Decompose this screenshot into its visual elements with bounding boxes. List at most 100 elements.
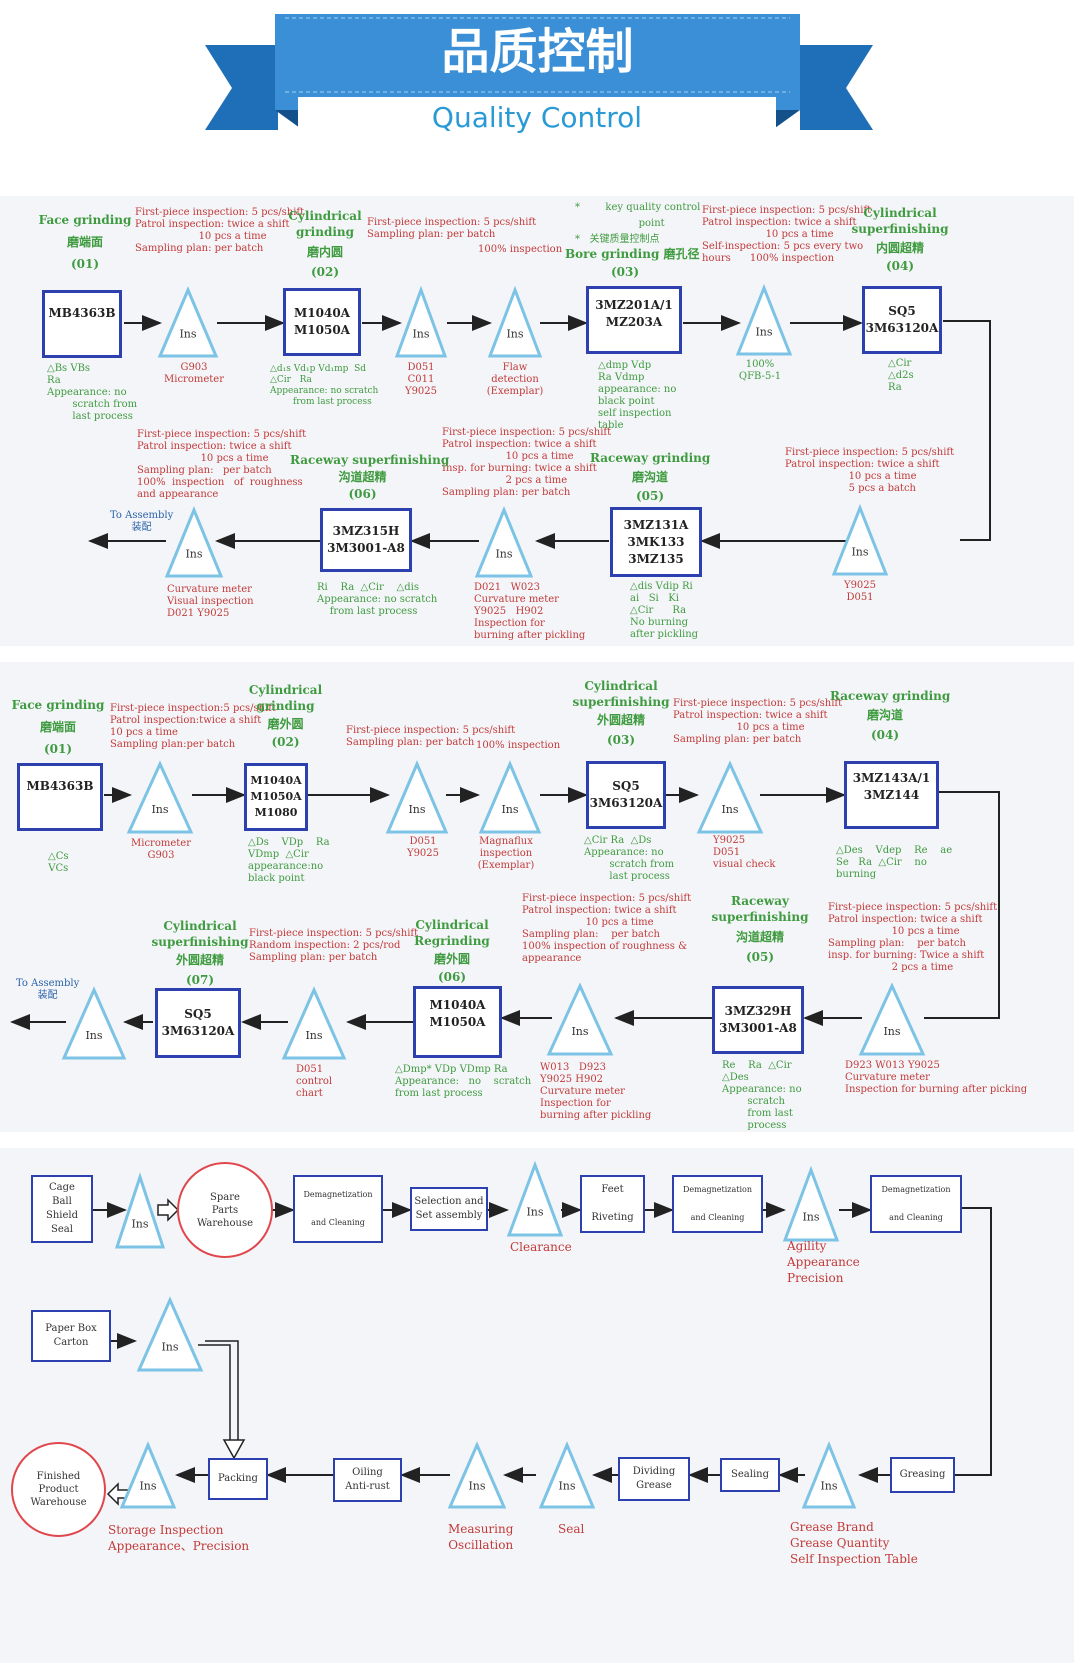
p1-machine-mb4363b[interactable]: MB4363B	[42, 290, 122, 358]
p1-step5-num: (05)	[635, 489, 665, 503]
ins-triangle-6	[474, 506, 534, 578]
p2-machine-m1040a-regrind[interactable]: M1040A M1050A	[413, 986, 502, 1058]
p1-step4-name-en: Cylindrical superfinishing	[851, 206, 949, 236]
p1-step4-name-cn: 内圆超精	[875, 241, 924, 255]
ins-triangle-11	[696, 760, 764, 834]
p2-machine-3mz329h[interactable]: 3MZ329H 3M3001-A8	[712, 986, 804, 1054]
p2-step7-name-cn: 外圆超精	[175, 953, 224, 967]
p1-machine-3mz315h[interactable]: 3MZ315H 3M3001-A8	[320, 508, 412, 572]
ins-triangle-5	[831, 503, 889, 576]
p2-step3-num: (03)	[606, 733, 636, 747]
p2-step1-name-en: Face grinding	[11, 698, 105, 712]
p2-tool-d923: D923 W013 Y9025 Curvature meter Inspecti…	[845, 1060, 1028, 1095]
p3-demagnetization-3[interactable]: Demagnetization and Cleaning	[870, 1175, 962, 1233]
ins-label-2: Ins	[412, 328, 429, 341]
p3-finished-product-warehouse[interactable]: Finished Product Warehouse	[11, 1442, 106, 1537]
ins-triangle-22	[447, 1441, 507, 1509]
p1-step5-name-en: Raceway grinding	[590, 451, 711, 465]
p2-tool-d051: D051 Y9025	[406, 836, 440, 859]
p2-machine-sq5-final[interactable]: SQ5 3M63120A	[155, 988, 241, 1058]
p1-step1-inspection: First-piece inspection: 5 pcs/shift Patr…	[135, 207, 305, 254]
p3-packing[interactable]: Packing	[208, 1458, 268, 1500]
p1-tool-y9025: Y9025 D051	[843, 580, 877, 603]
p2-step2-name-en: Cylindrical grinding	[248, 683, 323, 713]
p2-step1-inspection: First-piece inspection:5 pcs/shift Patro…	[110, 703, 276, 750]
p3-feet-riveting[interactable]: Feet Riveting	[580, 1175, 645, 1233]
p1-step5-inspection: First-piece inspection: 5 pcs/shift Patr…	[785, 447, 955, 494]
p2-step6-num: (06)	[437, 970, 467, 984]
ins-label-10: Ins	[501, 803, 518, 816]
ins-label-16: Ins	[131, 1217, 148, 1230]
ins-triangle-20	[801, 1440, 857, 1509]
p1-tool-qfb: 100% QFB-5-1	[738, 359, 782, 382]
p3-spare-parts-warehouse[interactable]: Spare Parts Warehouse	[177, 1162, 273, 1258]
p3-selection-set-assembly[interactable]: Selection and Set assembly	[410, 1187, 488, 1231]
ins-triangle-17	[506, 1160, 564, 1237]
p2-step2-params: △Ds VDp Ra VDmp △Cir appearance:no black…	[248, 837, 330, 884]
ins-label-19: Ins	[161, 1340, 178, 1353]
p2-tool-w013: W013 D923 Y9025 H902 Curvature meter Ins…	[540, 1062, 652, 1121]
p3-paper-box-carton[interactable]: Paper Box Carton	[31, 1310, 111, 1362]
ins-triangle-21	[538, 1441, 596, 1509]
ins-label-5: Ins	[851, 546, 868, 559]
p1-step1-params: △Bs VBs Ra Appearance: no scratch from l…	[47, 363, 138, 422]
p3-oiling-anti-rust[interactable]: Oiling Anti-rust	[333, 1458, 402, 1502]
p3-cage-ball-shield-seal[interactable]: Cage Ball Shield Seal	[31, 1175, 93, 1243]
p2-machine-m1040a[interactable]: M1040A M1050A M1080	[244, 763, 308, 831]
ins-label-3: Ins	[506, 328, 523, 341]
ins-triangle-13	[546, 982, 614, 1056]
p1-machine-3mz131a[interactable]: 3MZ131A 3MK133 3MZ135	[610, 507, 702, 577]
ins-label-15: Ins	[85, 1029, 102, 1042]
p3-dividing-grease[interactable]: Dividing Grease	[618, 1457, 690, 1501]
p2-step1-params: △Cs VCs	[48, 851, 69, 874]
ins-triangle-10	[478, 760, 542, 834]
p2-machine-3mz143a[interactable]: 3MZ143A/1 3MZ144	[844, 761, 939, 829]
ins-label-12: Ins	[883, 1025, 900, 1038]
ins-label-22: Ins	[468, 1480, 485, 1493]
p3-sealing[interactable]: Sealing	[720, 1458, 780, 1492]
p3-greasing[interactable]: Greasing	[890, 1457, 955, 1493]
p3-demagnetization-2[interactable]: Demagnetization and Cleaning	[672, 1175, 763, 1233]
ins-triangle-1	[157, 286, 219, 358]
p2-step7-name-en: Cylindrical superfinishing	[151, 919, 249, 949]
p2-step3-name-cn: 外圆超精	[596, 713, 645, 727]
p2-step4-num: (04)	[870, 728, 900, 742]
ins-label-17: Ins	[526, 1205, 543, 1218]
p1-step3-name-cn: 磨孔径	[663, 247, 700, 261]
p1-machine-m1040a[interactable]: M1040A M1050A	[283, 288, 361, 356]
p2-tool-control-chart: D051 control chart	[296, 1064, 333, 1099]
ins-label-18: Ins	[802, 1210, 819, 1223]
p2-machine-sq5[interactable]: SQ5 3M63120A	[586, 761, 666, 829]
p1-step3-name-en-text: Bore grinding	[565, 247, 660, 261]
banner-title-cn: 品质控制	[441, 24, 634, 80]
banner-graphic	[205, 14, 873, 139]
p2-step6-name-cn: 磨外圆	[433, 952, 470, 966]
ins-label-8: Ins	[151, 803, 168, 816]
ins-triangle-16	[114, 1172, 166, 1249]
p2-machine-mb4363b[interactable]: MB4363B	[17, 763, 103, 831]
p1-step2-100-inspection: 100% inspection	[478, 244, 563, 255]
p1-step3-name-en: Bore grinding 磨孔径	[565, 246, 700, 262]
p3-clearance-label: Clearance	[510, 1240, 572, 1254]
p1-step1-name-en: Face grinding	[38, 213, 132, 227]
p1-step2-name-cn: 磨内圆	[306, 245, 343, 259]
p2-step7-num: (07)	[185, 973, 215, 987]
p1-tool-d051: D051 C011 Y9025	[404, 362, 438, 397]
p1-step5-name-cn: 磨沟道	[631, 470, 668, 484]
p1-tool-flaw: Flaw detection (Exemplar)	[486, 362, 544, 397]
p1-step2-num: (02)	[310, 265, 340, 279]
p2-step6-params: △Dmp* VDp VDmp Ra Appearance: no scratch…	[395, 1064, 532, 1099]
p3-storage-label: Storage Inspection Appearance、Precision	[108, 1523, 250, 1553]
p1-step3-params: △dmp Vdp Ra Vdmp appearance: no black po…	[598, 360, 677, 431]
ins-triangle-3	[487, 285, 543, 358]
p2-step5-name-en: Raceway superfinishing	[711, 894, 809, 924]
p1-step4-params: △Cir △d2s Ra	[888, 358, 914, 393]
p1-step2-params: △d₁s Vd₁p Vd₁mp Sd △Cir Ra Appearance: n…	[270, 364, 379, 407]
p1-machine-3mz201a[interactable]: 3MZ201A/1 MZ203A	[586, 286, 682, 354]
p3-demagnetization-1[interactable]: Demagnetization and Cleaning	[293, 1175, 383, 1243]
p2-step5-num: (05)	[745, 950, 775, 964]
p2-step5-name-cn: 沟道超精	[735, 930, 784, 944]
p1-machine-sq5[interactable]: SQ5 3M63120A	[862, 286, 942, 354]
p1-to-assembly: To Assembly 装配	[110, 510, 174, 533]
